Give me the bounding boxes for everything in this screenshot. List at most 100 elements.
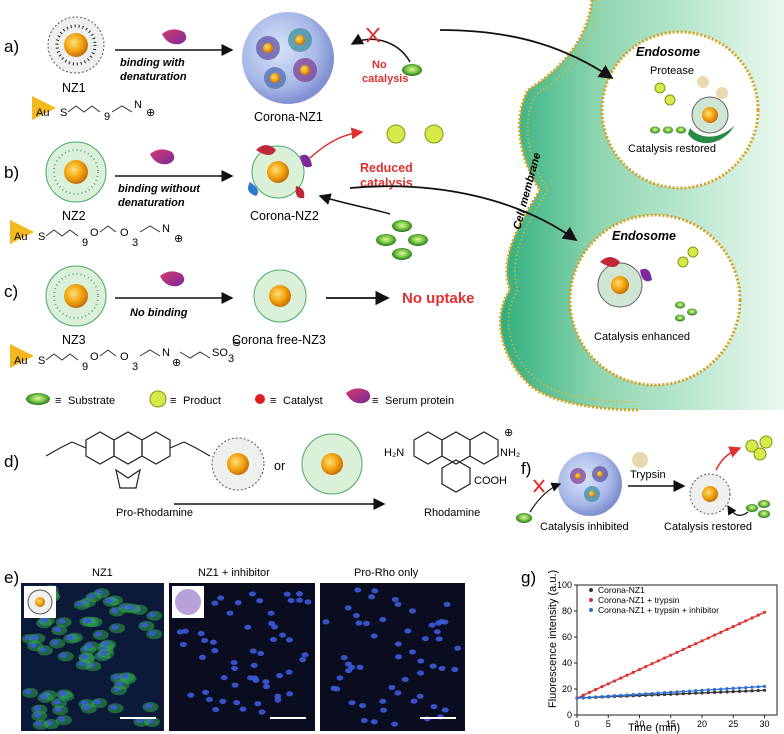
nucleus [217, 595, 225, 601]
nucleus [209, 639, 217, 645]
svg-text:3: 3 [132, 237, 138, 249]
x-tick-label: 10 [634, 719, 644, 729]
svg-text:SO: SO [212, 347, 228, 359]
legend-entry: Corona-NZ1 + trypsin [598, 595, 680, 605]
micrograph-title-2: NZ1 + inhibitor [198, 567, 270, 579]
nucleus [299, 656, 307, 663]
x-tick-label: 0 [574, 719, 579, 729]
nucleus [268, 620, 276, 627]
ligand-c: Au S 9 O O 3 N ⊕ SO 3 ⊖ [10, 337, 241, 373]
svg-text:S: S [38, 231, 45, 243]
nucleus [58, 690, 66, 696]
label-c: c) [4, 282, 18, 301]
rhodamine-label: Rhodamine [424, 507, 480, 519]
pro-rhodamine-structure [45, 431, 211, 489]
nucleus [226, 610, 234, 616]
nucleus [262, 679, 270, 685]
svg-text:9: 9 [82, 361, 88, 373]
arrow-a-text1: binding with [120, 57, 185, 69]
nucleus [252, 677, 260, 683]
corona-nz1 [242, 12, 334, 104]
cross-icon [366, 27, 380, 43]
row-b: NZ2 binding without denaturation Corona-… [10, 124, 578, 260]
nucleus [356, 664, 364, 670]
nucleus [211, 600, 219, 606]
nucleus [340, 654, 348, 661]
x-tick-label: 20 [697, 719, 707, 729]
nucleus [41, 616, 49, 623]
nucleus [348, 700, 356, 706]
micrograph-title-1: NZ1 [92, 567, 113, 579]
corona-free-label: Corona free-NZ3 [232, 333, 326, 347]
svg-text:COOH: COOH [474, 475, 507, 487]
svg-text:≡: ≡ [270, 395, 276, 407]
nucleus [244, 624, 252, 630]
inhibited-label: Catalysis inhibited [540, 521, 629, 533]
nucleus [371, 588, 379, 594]
nucleus [404, 628, 412, 634]
legend-marker [589, 608, 593, 612]
nucleus [24, 689, 32, 695]
cell: Cell membrane Endosome Protease Catalysi… [499, 0, 784, 412]
arrow-substrate-b [318, 193, 391, 215]
pro-rho-label: Pro-Rhodamine [116, 507, 193, 519]
nz1-restored [689, 473, 731, 515]
no-catalysis-1: No [372, 59, 387, 71]
substrate-icon [650, 126, 660, 134]
panel-d: Pro-Rhodamine or H₂N NH₂ ⊕ COOH Rhodamin… [45, 427, 520, 519]
nucleus [248, 591, 256, 597]
nucleus [276, 673, 284, 679]
svg-text:⊕: ⊕ [504, 427, 513, 439]
svg-text:9: 9 [104, 111, 110, 123]
svg-text:O: O [120, 227, 129, 239]
substrate-cluster-b [376, 220, 428, 260]
nucleus [247, 675, 255, 681]
legend-marker [589, 598, 593, 602]
nucleus [254, 701, 262, 707]
svg-text:O: O [120, 351, 129, 363]
y-tick-label: 40 [562, 658, 572, 668]
legend-entry: Corona-NZ1 [598, 585, 645, 595]
nucleus [416, 693, 424, 699]
nucleus [102, 641, 110, 647]
nucleus [148, 630, 156, 636]
nucleus [428, 622, 436, 628]
nucleus [111, 624, 119, 630]
nucleus [95, 631, 103, 637]
nucleus [391, 596, 399, 603]
legend-product: Product [183, 395, 221, 407]
series-marks [575, 610, 767, 700]
nucleus [355, 620, 363, 626]
svg-text:O: O [90, 351, 99, 363]
catalysis-enhanced: Catalysis enhanced [594, 331, 690, 343]
nucleus [112, 674, 120, 680]
nucleus [88, 593, 96, 599]
nucleus [179, 641, 187, 648]
svg-text:⊕: ⊕ [172, 357, 181, 369]
fit-line [576, 611, 765, 699]
trypsin-label: Trypsin [630, 469, 666, 481]
nucleus [410, 698, 418, 704]
nucleus [417, 658, 425, 664]
no-catalysis-2: catalysis [362, 73, 408, 85]
nucleus [54, 706, 62, 712]
arrow-a-text2: denaturation [120, 71, 187, 83]
trypsin-icon [632, 452, 648, 468]
nucleus [181, 628, 189, 634]
nz1-particle [47, 16, 105, 74]
nucleus [65, 635, 73, 641]
endosome-top [600, 30, 760, 190]
legend-substrate-icon [26, 393, 50, 405]
nucleus [322, 619, 330, 625]
svg-text:S: S [38, 355, 45, 367]
nucleus [285, 669, 293, 675]
nucleus [86, 642, 94, 648]
nucleus [379, 698, 387, 704]
x-tick-label: 30 [759, 719, 769, 729]
no-uptake: No uptake [402, 290, 475, 307]
nucleus [395, 654, 403, 660]
nucleus [336, 675, 344, 681]
x-tick-label: 25 [728, 719, 738, 729]
